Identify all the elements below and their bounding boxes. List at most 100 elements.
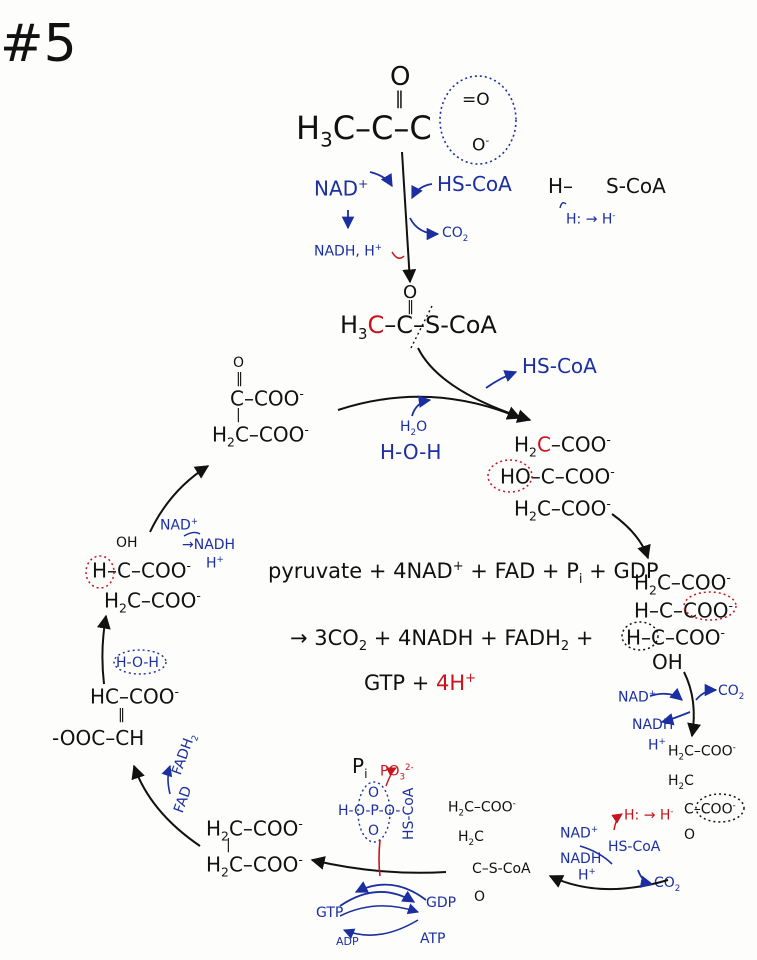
akg-to-succinyl-arrow: [548, 875, 669, 891]
succinyl-coa-line3: C–S-CoA: [472, 861, 531, 877]
succinyl-coa-line2: H2C: [458, 829, 484, 848]
akg-o: O: [684, 827, 696, 843]
idh-co2-arrow: [695, 683, 718, 701]
fumarate-line1: HC–COO-: [90, 684, 179, 709]
akg-line3: C–COO-: [684, 801, 736, 818]
synthase-h2o-arrow: [411, 395, 432, 417]
citrate-line1: H2C–COO-: [514, 432, 611, 460]
succinate-line2: H2C–COO-: [206, 852, 303, 880]
succinate-bond: |: [226, 837, 231, 853]
idh-co2: CO2: [718, 683, 745, 702]
mdh-nadh: →NADH: [182, 537, 236, 553]
pyruvate-o-minus: O-: [472, 135, 490, 156]
malate-line2: H2C–COO-: [104, 588, 201, 616]
oxaloacetate-o: O: [233, 355, 245, 371]
scs-phosphate-o-top: O: [368, 785, 380, 801]
scs-gtp: GTP: [316, 905, 344, 921]
fumarate-line3: -OOC–CH: [52, 726, 145, 750]
fumarase-hoh-circle: [113, 649, 167, 675]
fumarase-hoh: H-O-H: [116, 655, 159, 671]
acetyl-coa-o: O: [403, 282, 418, 303]
synthase-hoh: H-O-H: [380, 440, 442, 464]
akgdh-nad: NAD+: [560, 825, 599, 842]
pdh-nadh-arrow: [391, 251, 405, 259]
akg-line2: H2C: [668, 773, 694, 792]
pdh-co2-arrow: [409, 217, 440, 241]
scs-gtp-atp-top: [339, 903, 420, 917]
acetyl-coa-double: ‖: [407, 299, 414, 315]
pyruvate-double-bond: ‖: [395, 88, 404, 109]
scs-atp: ATP: [420, 931, 446, 947]
pyruvate-o-double: =O: [462, 90, 490, 110]
isocitrate-line3: H–C–COO-: [626, 625, 725, 650]
scs-gtp-curve: [339, 890, 416, 907]
summary-line1: pyruvate + 4NAD+ + FAD + Pi + GDP: [268, 559, 659, 588]
isocitrate-line1: H2C–COO-: [634, 570, 731, 598]
isocitrate-h-circle: [621, 621, 659, 651]
scs-gtp-atp-bottom: [342, 919, 419, 940]
scs-adp: ADP: [336, 935, 359, 948]
summary-line3: GTP + 4H+: [364, 671, 477, 695]
hydride-note-line2: H: → H-: [566, 211, 616, 228]
page-title: #5: [0, 14, 77, 74]
isocitrate-coo-circle: [683, 591, 737, 621]
scs-phosphate-circle: [357, 781, 391, 843]
sdh-fad-arrow: [161, 764, 173, 795]
akgdh-co2: CO2: [654, 875, 681, 894]
akgdh-hydride: H: → H-: [624, 807, 674, 824]
hydride-note-scoa: S-CoA: [606, 174, 666, 198]
idh-nad: NAD+: [618, 689, 657, 706]
fumarate-to-malate-arrow: [96, 614, 111, 685]
succinyl-coa-line1: H2C–COO-: [448, 799, 516, 819]
citrate-ho-circle: [487, 459, 533, 493]
pdh-nad: NAD+: [314, 176, 369, 201]
acetyl-coa-bond-cut: [409, 305, 433, 351]
citrate-line2: HO–C–COO-: [500, 464, 615, 489]
pdh-main-arrow: [401, 151, 417, 284]
akg-line1: H2C–COO-: [668, 743, 736, 763]
pyruvate-main-chain: H3C–C–C: [296, 109, 432, 152]
pdh-co2: CO2: [442, 225, 469, 244]
oxaloacetate-double: ‖: [236, 371, 243, 387]
malate-line1: H–C–COO-: [92, 558, 191, 583]
citrate-line3: H2C–COO-: [514, 496, 611, 524]
acetyl-coa-chain: H3C–C–S-CoA: [340, 311, 497, 343]
akgdh-nad-arrow: [579, 845, 613, 865]
mdh-nadh-arrow: [183, 531, 201, 537]
mdh-nad: NAD+: [160, 517, 199, 534]
pdh-nad-arrow: [369, 171, 393, 188]
akgdh-hydride-arrow: [611, 813, 623, 831]
idh-main-arrow: [683, 671, 701, 738]
scs-coa-curve: [378, 839, 381, 877]
idh-nad-arrow: [649, 687, 683, 701]
malate-oh: OH: [116, 535, 138, 551]
hydride-note-arrow: [559, 201, 567, 209]
scs-phosphate-o-bottom: O: [368, 823, 380, 839]
pdh-hscoa-arrow: [411, 183, 433, 200]
hydride-note-h: H–: [548, 174, 574, 198]
mdh-h: H+: [206, 555, 224, 572]
scs-gdp-curve: [354, 881, 427, 901]
oxaloacetate-bond: |: [236, 407, 241, 423]
pyruvate-carbonyl-o: O: [390, 62, 411, 92]
akgdh-hscoa: HS-CoA: [608, 839, 661, 855]
akgdh-nadh: NADH: [560, 851, 602, 867]
acetyl-to-citrate-arrow: [417, 347, 532, 423]
synthase-h2o: H2O: [400, 419, 428, 438]
summary-line2: → 3CO2 + 4NADH + FADH2 +: [290, 626, 594, 655]
citrate-to-isocitrate-arrow: [611, 513, 651, 560]
malate-to-oxaloacetate-arrow: [149, 465, 210, 533]
pdh-hscoa: HS-CoA: [437, 172, 512, 196]
akgdh-h: H+: [578, 867, 596, 884]
scs-gdp: GDP: [426, 895, 457, 911]
isocitrate-oh: OH: [652, 650, 683, 674]
fumarate-double: ‖: [118, 707, 125, 723]
synthase-hscoa-arrow: [485, 370, 518, 389]
scs-pi: Pi: [352, 754, 368, 781]
akgdh-co2-arrow: [637, 869, 654, 888]
malate-h-circle: [85, 555, 115, 589]
succinate-to-fumarate-arrow: [131, 764, 201, 847]
oxaloacetate-line2: H2C–COO-: [212, 422, 309, 450]
pdh-nadh: NADH, H+: [314, 243, 383, 260]
